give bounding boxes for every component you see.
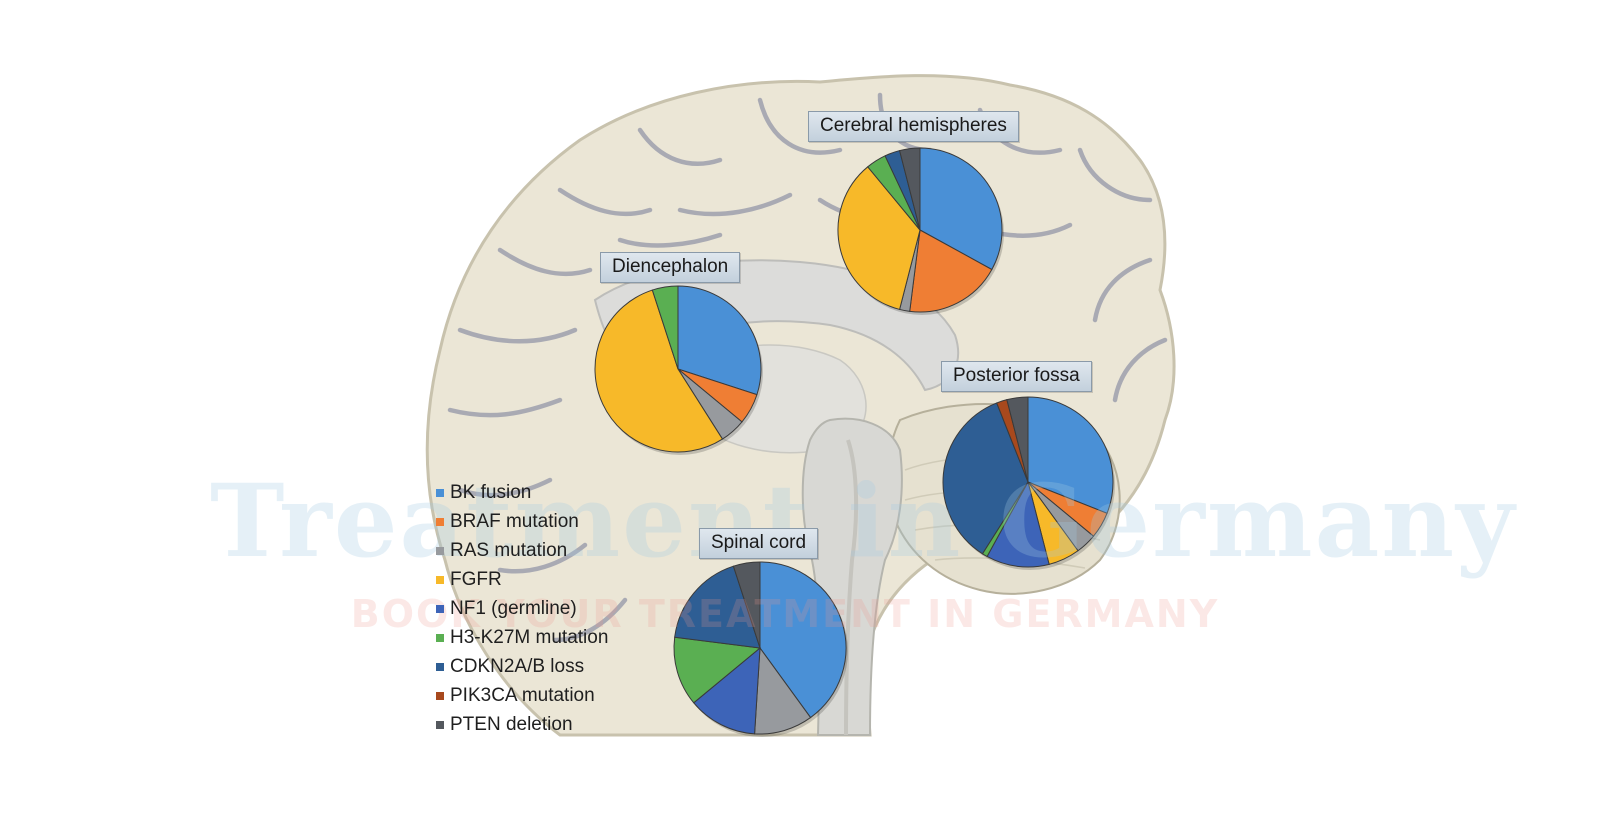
spinal-canal — [844, 439, 859, 736]
legend-label: PTEN deletion — [450, 714, 573, 735]
pie-slice-bk-fusion — [677, 285, 762, 396]
legend-label: CDKN2A/B loss — [450, 656, 585, 677]
legend-swatch — [436, 604, 444, 613]
legend-label: BK fusion — [450, 482, 532, 503]
pie-slice-braf-mutation — [909, 229, 993, 313]
legend-label: PIK3CA mutation — [450, 685, 595, 706]
pie-slice-fgfr — [837, 166, 921, 311]
legend-item: PIK3CA mutation — [436, 681, 608, 710]
pie-slice-cdkn2a-b-loss — [674, 565, 761, 649]
pie-cerebral-hemispheres — [837, 147, 1004, 315]
pie-title-cerebral-hemispheres: Cerebral hemispheres — [808, 111, 1019, 142]
legend-swatch — [436, 488, 444, 497]
legend-label: H3-K27M mutation — [450, 627, 609, 648]
pie-slice-h3-k27m-mutation — [673, 636, 762, 704]
pie-charts — [594, 147, 1115, 737]
legend-item: FGFR — [436, 565, 608, 594]
legend-label: FGFR — [450, 569, 502, 590]
pie-slice-fgfr — [594, 289, 724, 453]
legend-item: BRAF mutation — [436, 507, 608, 536]
legend-swatch — [436, 517, 444, 526]
pie-slice-cdkn2a-b-loss — [942, 402, 1029, 555]
legend-swatch — [436, 720, 444, 729]
pie-title-diencephalon: Diencephalon — [600, 252, 741, 283]
legend-label: NF1 (germline) — [450, 598, 577, 619]
legend-swatch — [436, 633, 444, 642]
sulci — [447, 92, 1168, 643]
pie-posterior-fossa — [942, 396, 1115, 570]
pie-slice-bk-fusion — [1027, 396, 1114, 514]
legend: BK fusion BRAF mutation RAS mutation FGF… — [436, 478, 608, 739]
pie-slice-bk-fusion — [919, 147, 1003, 271]
legend-item: RAS mutation — [436, 536, 608, 565]
pie-spinal-cord — [673, 561, 848, 737]
legend-swatch — [436, 691, 444, 700]
legend-label: RAS mutation — [450, 540, 568, 561]
pie-slice-pten-deletion — [898, 147, 921, 231]
pie-slice-h3-k27m-mutation — [651, 285, 679, 370]
pie-slice-pten-deletion — [1006, 396, 1029, 483]
legend-item: NF1 (germline) — [436, 594, 608, 623]
legend-swatch — [436, 662, 444, 671]
pie-slice-pten-deletion — [732, 561, 761, 649]
pie-slice-bk-fusion — [759, 561, 847, 719]
legend-item: PTEN deletion — [436, 710, 608, 739]
pie-slice-nf1-germline- — [693, 646, 761, 735]
legend-item: BK fusion — [436, 478, 608, 507]
pie-title-spinal-cord: Spinal cord — [699, 528, 819, 559]
legend-item: CDKN2A/B loss — [436, 652, 608, 681]
pie-slice-nf1-germline- — [986, 480, 1050, 568]
legend-item: H3-K27M mutation — [436, 623, 608, 652]
legend-swatch — [436, 575, 444, 584]
legend-label: BRAF mutation — [450, 511, 579, 532]
pie-title-posterior-fossa: Posterior fossa — [941, 361, 1092, 392]
pie-diencephalon — [594, 285, 763, 455]
legend-swatch — [436, 546, 444, 555]
